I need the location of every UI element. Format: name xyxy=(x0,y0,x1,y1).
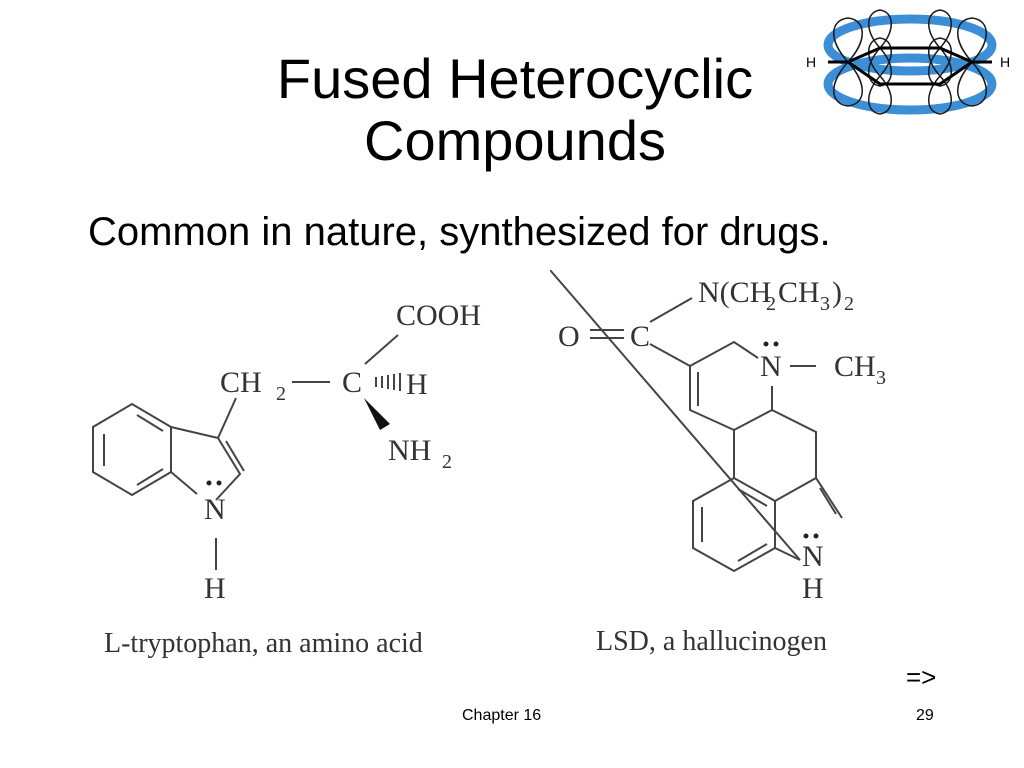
lsd-methyl-subscript: 3 xyxy=(876,367,886,389)
lsd-amide-close: ) xyxy=(832,276,842,309)
slide-title-line2: Compounds xyxy=(364,109,666,172)
logo-h-right: H xyxy=(1000,54,1010,70)
footer-chapter: Chapter 16 xyxy=(462,707,542,724)
slide-subtitle: Common in nature, synthesized for drugs. xyxy=(88,210,831,254)
tryptophan-ch2-label: CH xyxy=(220,366,262,399)
tryptophan-cooh-label: COOH xyxy=(396,299,481,332)
next-slide-arrow[interactable]: => xyxy=(906,662,937,692)
slide-title-line1: Fused Heterocyclic xyxy=(276,47,754,110)
lsd-amide-mid: CH xyxy=(778,276,820,309)
lsd-carbonyl-c-label: C xyxy=(630,320,650,353)
lsd-amide-sub1: 2 xyxy=(766,293,776,315)
lsd-caption: LSD, a hallucinogen xyxy=(596,626,827,657)
tryptophan-structure: CH 2 C H COOH NH 2 N H xyxy=(92,299,481,605)
tryptophan-ring-n-label: N xyxy=(204,493,226,526)
benzene-pi-orbital-icon: H H xyxy=(806,9,1010,115)
tryptophan-nh-h-label: H xyxy=(204,572,226,605)
logo-h-left: H xyxy=(806,54,816,70)
lsd-amide-n-label: N(CH xyxy=(698,276,771,309)
lsd-ring-n-label: N xyxy=(760,350,782,383)
lsd-oxygen-label: O xyxy=(558,320,580,353)
tryptophan-nh2-subscript: 2 xyxy=(442,451,452,473)
lsd-amide-sub2: 3 xyxy=(820,293,830,315)
lsd-indole-h-label: H xyxy=(802,572,824,605)
lsd-indole-n-label: N xyxy=(802,540,824,573)
tryptophan-caption: L-tryptophan, an amino acid xyxy=(104,628,423,659)
slide-title: Fused Heterocyclic Compounds xyxy=(150,48,880,172)
tryptophan-ch2-subscript: 2 xyxy=(276,383,286,405)
tryptophan-nh2-label: NH xyxy=(388,434,431,467)
tryptophan-h-label: H xyxy=(406,368,428,401)
footer-page-number: 29 xyxy=(916,707,934,724)
lsd-structure: N(CH 2 CH 3 ) 2 O C N CH 3 N H xyxy=(550,270,886,605)
lsd-methyl-label: CH xyxy=(834,350,876,383)
lsd-amide-sub3: 2 xyxy=(844,293,854,315)
tryptophan-c-label: C xyxy=(342,366,362,399)
